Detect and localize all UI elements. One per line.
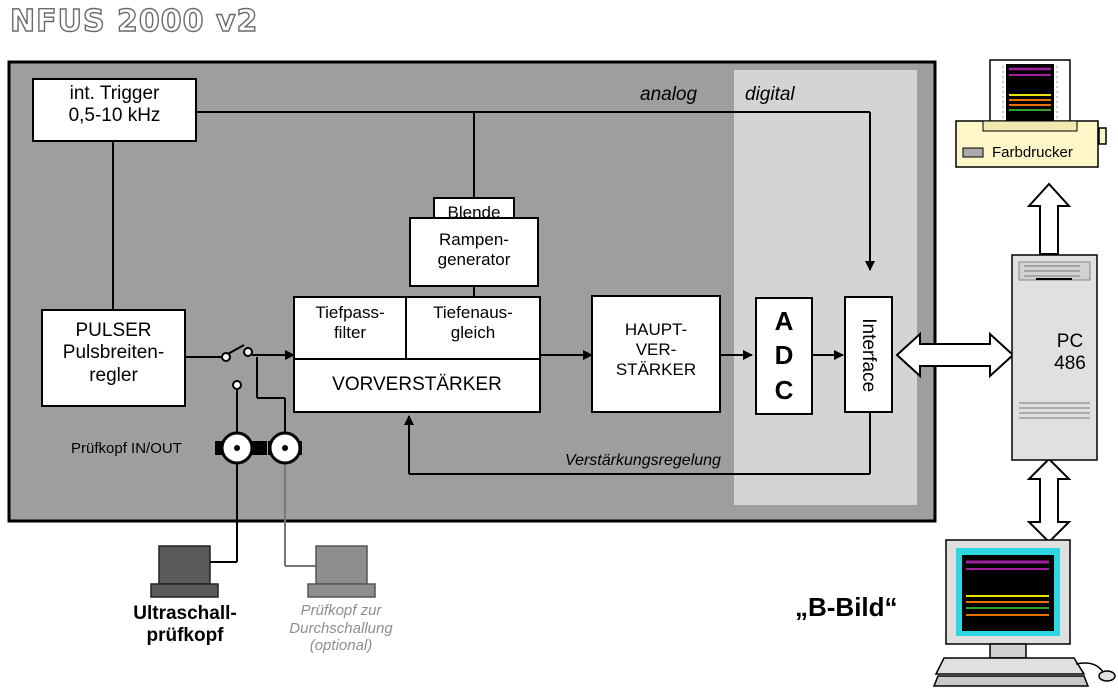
rampen-block — [409, 217, 539, 287]
probe2-cable — [284, 462, 316, 567]
switch-contact — [232, 380, 242, 390]
adc-block — [755, 297, 813, 415]
interface-label: Interface — [858, 318, 880, 393]
pc-monitor-arrow — [1026, 457, 1072, 544]
haupt-block — [591, 295, 721, 413]
pulser-label: PULSER Pulsbreiten- regler — [62, 320, 165, 386]
rampen-label: Rampen- generator — [437, 230, 511, 270]
switch-contact — [243, 347, 253, 357]
probe-icon — [307, 545, 376, 598]
pc-label: PC 486 — [1054, 331, 1086, 375]
ultraschall-label: Ultraschall- prüfkopf — [133, 603, 237, 647]
interface-pc-arrow — [895, 331, 1015, 379]
vorverstaerker-block — [293, 296, 541, 413]
monitor-icon — [932, 539, 1116, 687]
tiefenausgleich-label: Tiefenaus- gleich — [433, 303, 513, 343]
switch-contact — [221, 352, 231, 362]
printer-icon — [955, 59, 1107, 168]
blende-label: Blende — [447, 203, 501, 222]
pc-tower-icon — [1011, 254, 1098, 461]
tiefpass-label: Tiefpass- filter — [315, 303, 385, 343]
pruefkopf-inout-label: Prüfkopf IN/OUT — [71, 440, 182, 457]
durchschallung-label: Prüfkopf zur Durchschallung (optional) — [289, 602, 393, 655]
verstaerkungsregelung-label: Verstärkungsregelung — [565, 452, 721, 469]
signal-lines — [112, 111, 875, 563]
interface-block — [844, 296, 893, 413]
vorverstaerker-label: VORVERSTÄRKER — [332, 374, 502, 395]
haupt-label: HAUPT- VER- STÄRKER — [615, 320, 697, 380]
bbild-label: „B-Bild“ — [795, 592, 898, 622]
label-digital: digital — [745, 84, 795, 105]
adc-label: A D C — [774, 306, 794, 405]
trigger-label: int. Trigger 0,5-10 kHz — [68, 83, 161, 127]
diagram-title: NFUS 2000 v2 — [9, 3, 259, 39]
digital-zone — [734, 70, 917, 505]
pc-printer-arrow — [1026, 182, 1072, 255]
label-analog: analog — [640, 84, 698, 105]
trigger-block — [32, 78, 197, 142]
farbdrucker-label: Farbdrucker — [992, 144, 1073, 161]
pulser-block — [41, 309, 186, 407]
probe-icon — [150, 545, 219, 598]
connector-icon — [215, 431, 302, 465]
